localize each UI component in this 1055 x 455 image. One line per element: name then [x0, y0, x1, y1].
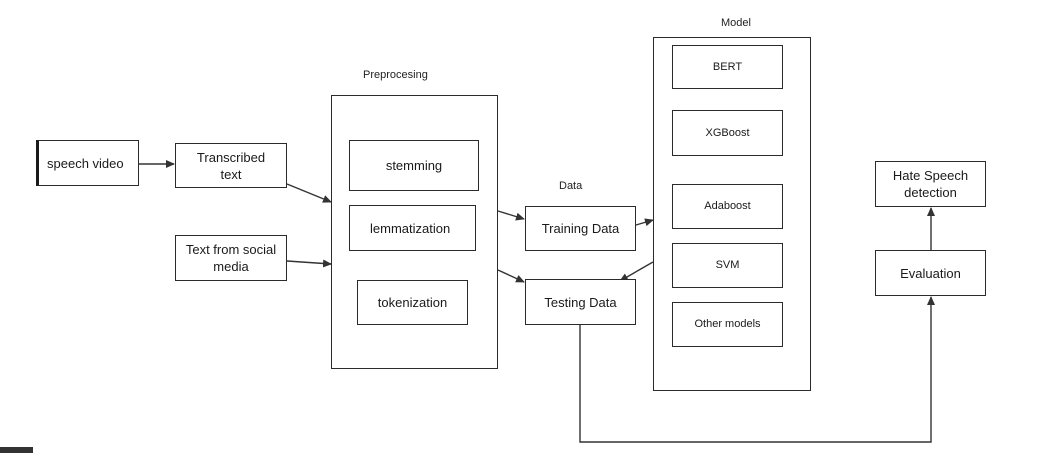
- stemming-node: stemming: [349, 140, 479, 191]
- model-group: [653, 37, 811, 391]
- hate-speech-detection-node: Hate Speech detection: [875, 161, 986, 207]
- corner-watermark: [0, 447, 33, 453]
- edge-model-to-testing: [619, 261, 654, 282]
- testing-data-node: Testing Data: [525, 279, 636, 325]
- bert-node: BERT: [672, 45, 783, 89]
- adaboost-node: Adaboost: [672, 184, 783, 229]
- lemmatization-node: lemmatization: [349, 205, 476, 251]
- edge-training-to-model: [635, 218, 654, 227]
- edge-preprocessing-to-training: [497, 210, 525, 221]
- training-data-node: Training Data: [525, 206, 636, 251]
- preprocessing-caption: Preprocesing: [363, 69, 428, 81]
- edge-social-to-preprocessing: [286, 259, 332, 268]
- edge-preprocessing-to-testing: [497, 269, 525, 283]
- evaluation-node: Evaluation: [875, 250, 986, 296]
- preprocessing-group: [331, 95, 498, 369]
- xgboost-node: XGBoost: [672, 110, 783, 156]
- edge-transcribed-to-preprocessing: [286, 183, 332, 203]
- edge-testing-to-evaluation: [579, 296, 935, 443]
- data-caption: Data: [559, 180, 583, 192]
- svm-node: SVM: [672, 243, 783, 288]
- social-media-text-node: Text from social media: [175, 235, 287, 281]
- tokenization-node: tokenization: [357, 280, 468, 325]
- speech-video-node: speech video: [36, 140, 139, 186]
- other-models-node: Other models: [672, 302, 783, 347]
- transcribed-text-node: Transcribed text: [175, 143, 287, 188]
- model-caption: Model: [721, 17, 751, 29]
